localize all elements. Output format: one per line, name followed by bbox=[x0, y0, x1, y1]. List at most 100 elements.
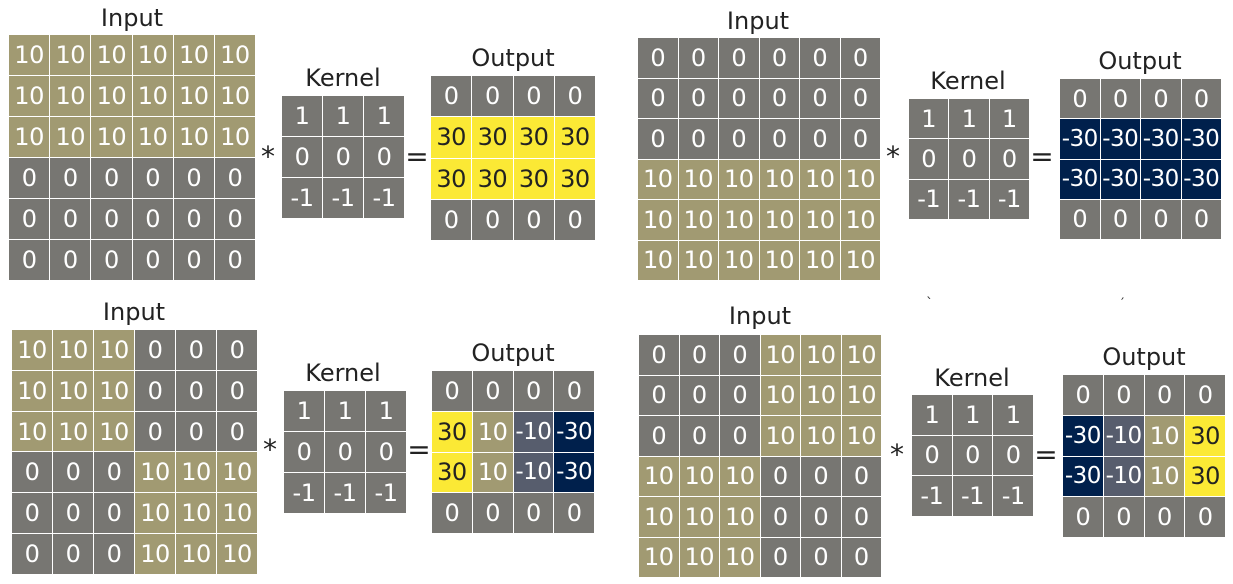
input-cell: 10 bbox=[50, 117, 91, 157]
input-cell: 10 bbox=[679, 537, 719, 577]
input-cell: 10 bbox=[719, 159, 759, 199]
input-cell: 10 bbox=[91, 76, 132, 116]
kernel-cell: -1 bbox=[912, 476, 952, 516]
input-cell: 10 bbox=[217, 534, 257, 574]
input-cell: 0 bbox=[132, 199, 173, 239]
input-cell: 10 bbox=[9, 76, 50, 116]
input-cell: 0 bbox=[91, 240, 132, 280]
output-cell: 0 bbox=[554, 371, 594, 411]
input-cell: 0 bbox=[801, 537, 841, 577]
kernel-cell: 1 bbox=[323, 96, 363, 136]
kernel-cell: 0 bbox=[912, 435, 952, 476]
convolution-operator: * bbox=[890, 438, 904, 471]
input-cell: 0 bbox=[12, 493, 52, 534]
kernel-cell: 0 bbox=[909, 139, 949, 179]
input-cell: 0 bbox=[679, 335, 719, 375]
input-cell: 10 bbox=[91, 117, 132, 157]
input-cell: 10 bbox=[12, 330, 52, 370]
input-cell: 0 bbox=[217, 330, 257, 370]
kernel-cell: -1 bbox=[284, 473, 324, 513]
input-cell: 10 bbox=[91, 35, 132, 75]
input-cell: 10 bbox=[176, 452, 216, 493]
input-cell: 10 bbox=[800, 159, 840, 199]
kernel-cell: -1 bbox=[989, 179, 1029, 219]
input-cell: 0 bbox=[9, 158, 50, 198]
output-cell: 0 bbox=[1144, 497, 1185, 537]
input-cell: 0 bbox=[132, 158, 173, 198]
output-cell: 0 bbox=[1185, 375, 1225, 415]
output-cell: 0 bbox=[1103, 497, 1144, 537]
output-cell: 30 bbox=[432, 452, 472, 493]
kernel-cell: 1 bbox=[282, 96, 322, 136]
kernel-cell: 0 bbox=[366, 432, 406, 472]
input-cell: 0 bbox=[639, 375, 679, 415]
input-cell: 10 bbox=[639, 537, 679, 577]
input-cell: 10 bbox=[678, 159, 718, 199]
input-cell: 10 bbox=[94, 411, 134, 452]
input-cell: 10 bbox=[214, 35, 255, 75]
input-cell: 10 bbox=[638, 200, 678, 240]
input-cell: 10 bbox=[760, 416, 800, 456]
input-cell: 10 bbox=[214, 76, 255, 116]
input-cell: 10 bbox=[638, 240, 678, 280]
kernel-cell: 0 bbox=[949, 139, 989, 179]
input-cell: 10 bbox=[639, 497, 679, 537]
input-cell: 0 bbox=[678, 119, 718, 159]
input-cell: 0 bbox=[12, 534, 52, 574]
output-cell: 30 bbox=[472, 117, 513, 158]
input-cell: 0 bbox=[720, 375, 760, 415]
input-cell: 10 bbox=[94, 330, 134, 370]
input-cell: 0 bbox=[719, 78, 759, 118]
input-cell: 10 bbox=[840, 200, 880, 240]
kernel-cell: 1 bbox=[284, 391, 324, 431]
convolution-operator: * bbox=[263, 433, 277, 466]
input-cell: 0 bbox=[12, 452, 52, 493]
kernel-label: Kernel bbox=[305, 64, 381, 92]
input-label: Input bbox=[102, 298, 166, 326]
input-cell: 0 bbox=[173, 199, 214, 239]
output-cell: 30 bbox=[431, 117, 472, 158]
input-cell: 0 bbox=[50, 240, 91, 280]
input-cell: 0 bbox=[679, 416, 719, 456]
kernel-cell: 1 bbox=[912, 395, 952, 435]
output-cell: -30 bbox=[1100, 159, 1140, 199]
output-cell: -30 bbox=[1141, 119, 1181, 159]
input-cell: 0 bbox=[135, 411, 175, 452]
output-cell: 0 bbox=[1181, 79, 1221, 119]
output-cell: -30 bbox=[554, 452, 594, 493]
input-cell: 10 bbox=[719, 240, 759, 280]
input-cell: 10 bbox=[679, 497, 719, 537]
output-cell: 10 bbox=[1144, 415, 1185, 456]
input-cell: 0 bbox=[759, 78, 799, 118]
input-cell: 0 bbox=[760, 537, 800, 577]
equals-sign: = bbox=[407, 433, 431, 466]
input-cell: 0 bbox=[841, 497, 881, 537]
input-cell: 0 bbox=[91, 199, 132, 239]
input-cell: 10 bbox=[759, 159, 799, 199]
input-cell: 0 bbox=[678, 78, 718, 118]
input-cell: 0 bbox=[639, 416, 679, 456]
input-cell: 0 bbox=[53, 534, 93, 574]
input-cell: 0 bbox=[9, 240, 50, 280]
input-cell: 0 bbox=[173, 158, 214, 198]
input-cell: 10 bbox=[678, 200, 718, 240]
kernel-cell: 0 bbox=[989, 139, 1029, 179]
output-cell: -30 bbox=[1063, 415, 1103, 456]
equals-sign: = bbox=[405, 140, 429, 173]
kernel-cell: 1 bbox=[364, 96, 404, 136]
input-cell: 10 bbox=[639, 456, 679, 496]
input-cell: 10 bbox=[801, 375, 841, 415]
input-cell: 10 bbox=[760, 335, 800, 375]
input-cell: 10 bbox=[800, 200, 840, 240]
output-cell: 0 bbox=[431, 76, 472, 117]
input-cell: 10 bbox=[679, 456, 719, 496]
output-cell: -30 bbox=[1060, 159, 1100, 199]
output-cell: 0 bbox=[513, 493, 554, 533]
input-cell: 10 bbox=[135, 493, 175, 534]
output-cell: 0 bbox=[513, 371, 554, 411]
